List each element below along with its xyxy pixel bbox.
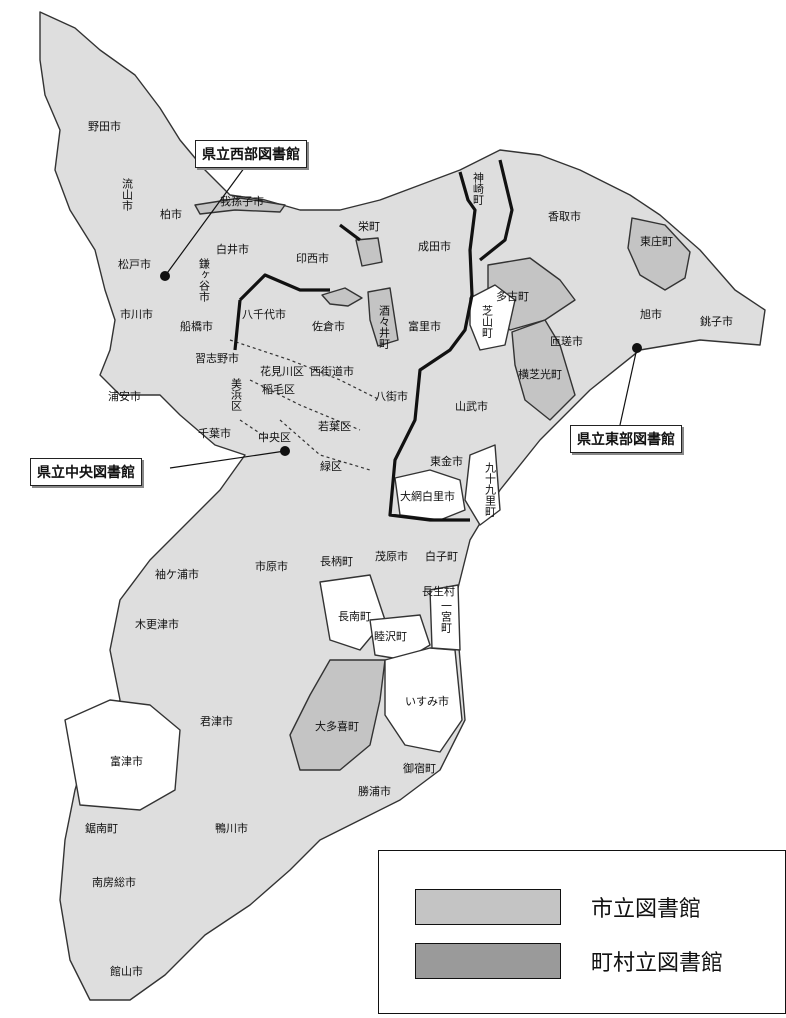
district-border-2	[479, 159, 514, 262]
leader-east	[619, 347, 638, 426]
legend-swatch-city	[415, 889, 561, 925]
label-minamiboso: 南房総市	[92, 875, 136, 889]
label-matsudo: 松戸市	[118, 257, 151, 271]
legend-row-city: 市立図書館	[415, 889, 701, 925]
label-shisui: 酒々井町	[378, 305, 391, 349]
label-sosa: 匝瑳市	[550, 334, 583, 348]
label-kozaki: 神崎町	[472, 171, 485, 205]
region-shibayama	[469, 284, 516, 351]
label-nagareyama: 流山市	[121, 177, 134, 212]
region-kujukuri	[464, 444, 501, 526]
label-kimitsu: 君津市	[200, 714, 233, 728]
label-katori: 香取市	[548, 209, 581, 223]
region-yokoshibahikari	[511, 319, 576, 421]
label-oamishirasato: 大網白里市	[400, 489, 455, 503]
legend-label-city: 市立図書館	[591, 897, 702, 922]
chiba-ward-boundaries	[229, 339, 381, 471]
region-ichinomiya	[429, 584, 461, 651]
label-sakae: 栄町	[358, 219, 380, 233]
label-isumi: いすみ市	[405, 694, 449, 708]
dot-east-library	[632, 343, 642, 353]
label-onjuku: 御宿町	[403, 761, 436, 775]
dot-west-library	[160, 271, 170, 281]
label-funabashi: 船橋市	[180, 319, 213, 333]
district-border	[388, 171, 477, 522]
label-chosei: 長生村	[422, 584, 455, 598]
label-kamogawa: 鴨川市	[215, 821, 248, 835]
label-togane: 東金市	[430, 454, 463, 468]
label-tateyama: 館山市	[110, 964, 143, 978]
label-kisarazu: 木更津市	[135, 617, 179, 631]
callout-west-library: 県立西部図書館	[195, 140, 307, 168]
label-sakura: 佐倉市	[312, 319, 345, 333]
label-ichihara: 市原市	[255, 559, 288, 573]
label-yachiyo: 八千代市	[242, 307, 286, 321]
label-yachimata: 八街市	[375, 389, 408, 403]
leader-central	[169, 450, 286, 469]
label-futtsu: 富津市	[110, 754, 143, 768]
label-hanamigawa: 花見川区	[260, 365, 304, 378]
district-border-3	[233, 223, 361, 351]
label-otaki: 大多喜町	[315, 719, 359, 733]
label-urayasu: 浦安市	[108, 389, 141, 403]
label-katsuura: 勝浦市	[358, 784, 391, 798]
label-kashiwa: 柏市	[160, 207, 182, 221]
label-mihama: 美浜区	[230, 378, 243, 411]
label-tonosho: 東庄町	[640, 234, 673, 248]
label-chiba: 千葉市	[198, 426, 231, 440]
label-noda: 野田市	[88, 119, 121, 133]
label-shibayama: 芝山町	[481, 305, 494, 338]
label-nagara: 長柄町	[320, 555, 353, 568]
label-tako: 多古町	[496, 289, 529, 303]
label-shirako: 白子町	[425, 549, 458, 563]
label-narita: 成田市	[418, 239, 451, 253]
leader-west	[164, 159, 251, 277]
label-chuo-ward: 中央区	[258, 431, 291, 444]
label-midori: 緑区	[320, 459, 342, 473]
legend-row-town: 町村立図書館	[415, 943, 723, 979]
region-shisui	[367, 287, 399, 347]
region-futtsu	[64, 699, 181, 811]
legend-label-town: 町村立図書館	[591, 951, 724, 976]
label-abiko: 我孫子市	[220, 194, 264, 208]
callout-east-library: 県立東部図書館	[570, 425, 682, 453]
label-mutsuzawa: 睦沢町	[374, 629, 407, 643]
label-mobara: 茂原市	[375, 549, 408, 563]
label-choshi: 銚子市	[700, 314, 733, 328]
label-wakaba: 若葉区	[318, 419, 351, 433]
label-ichinomiya: 一宮町	[440, 600, 453, 633]
region-inzai-lake	[321, 287, 363, 307]
label-chonan: 長南町	[338, 610, 371, 623]
label-inage: 稲毛区	[262, 383, 295, 396]
label-kyonan: 鋸南町	[85, 821, 118, 835]
label-shiroi: 白井市	[216, 242, 249, 256]
label-sodegaura: 袖ケ浦市	[155, 567, 199, 581]
label-narashino: 習志野市	[195, 351, 239, 365]
label-kujukuri: 九十九里町	[484, 462, 497, 517]
label-yokoshibahikari: 横芝光町	[518, 367, 562, 381]
label-tomisato: 富里市	[408, 319, 441, 333]
dot-central-library	[280, 446, 290, 456]
region-tokinosho	[627, 217, 691, 291]
region-otaki	[289, 659, 386, 771]
region-abiko-river	[194, 197, 286, 215]
label-sammu: 山武市	[455, 399, 488, 413]
legend: 市立図書館 町村立図書館	[378, 850, 786, 1014]
legend-swatch-town	[415, 943, 561, 979]
label-kamagaya: 鎌ヶ谷市	[198, 257, 211, 303]
callout-central-library: 県立中央図書館	[30, 458, 142, 486]
label-inzai: 印西市	[296, 251, 329, 265]
label-asahi: 旭市	[640, 307, 662, 321]
region-sakae	[355, 237, 383, 267]
label-yotsukaido: 西街道市	[310, 364, 354, 378]
label-ichikawa: 市川市	[120, 307, 153, 321]
